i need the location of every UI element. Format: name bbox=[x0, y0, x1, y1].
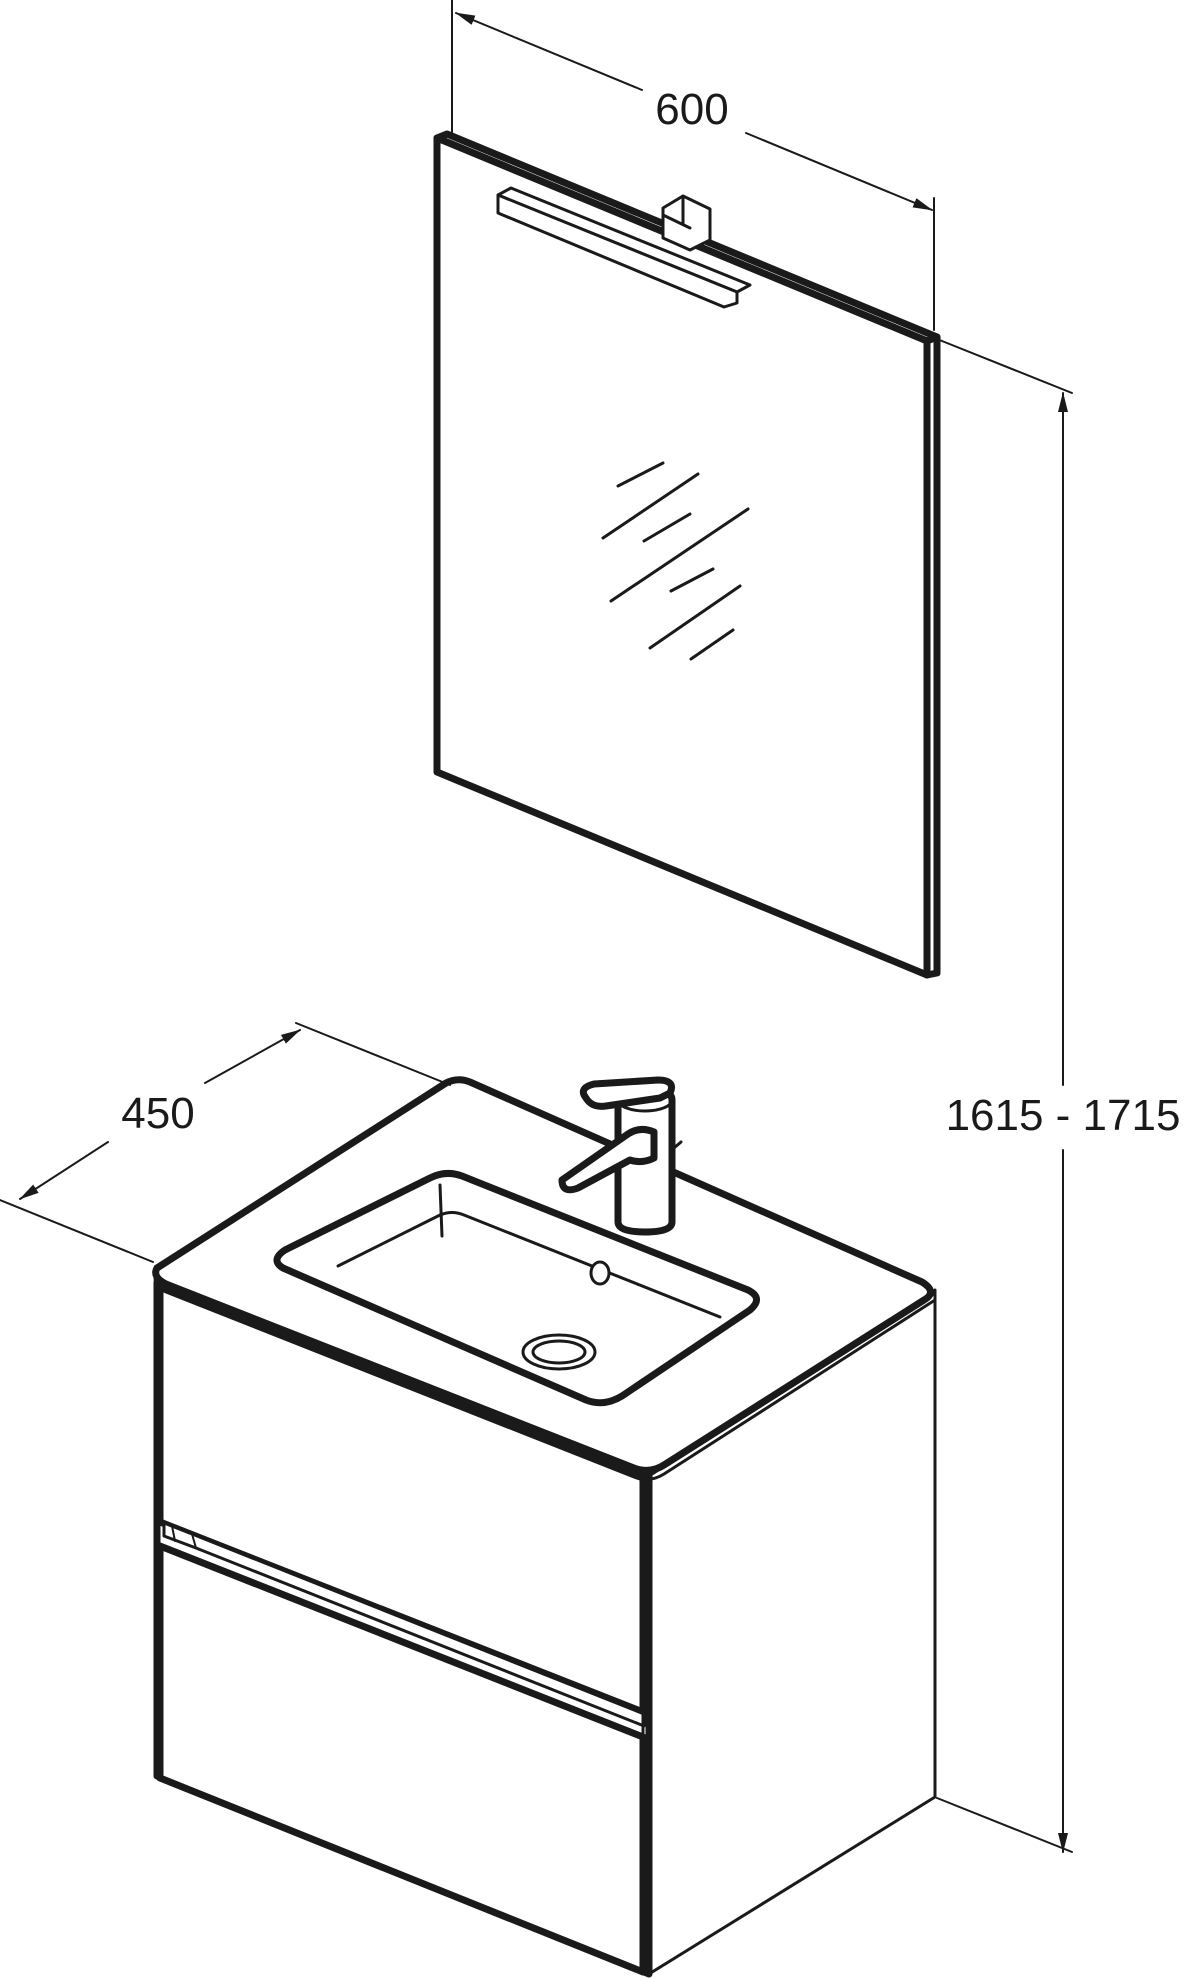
dimension-width-label: 600 bbox=[655, 85, 728, 134]
dimension-height: 1615 - 1715 bbox=[936, 338, 1181, 1853]
mirror-reflection-lines bbox=[601, 461, 750, 661]
drain-inner bbox=[531, 1339, 587, 1365]
basin-bowl bbox=[273, 1169, 760, 1407]
vanity-unit bbox=[153, 1278, 937, 1978]
mirror-lamp bbox=[496, 186, 752, 309]
dimension-width: 600 bbox=[451, 0, 935, 331]
dimension-depth: 450 bbox=[0, 1022, 451, 1263]
dimension-depth-label: 450 bbox=[121, 1089, 194, 1138]
faucet bbox=[558, 1076, 683, 1236]
mirror-face bbox=[433, 134, 931, 979]
dimension-height-label: 1615 - 1715 bbox=[946, 1091, 1181, 1140]
overflow-hole bbox=[589, 1260, 611, 1286]
basin bbox=[152, 1076, 937, 1481]
